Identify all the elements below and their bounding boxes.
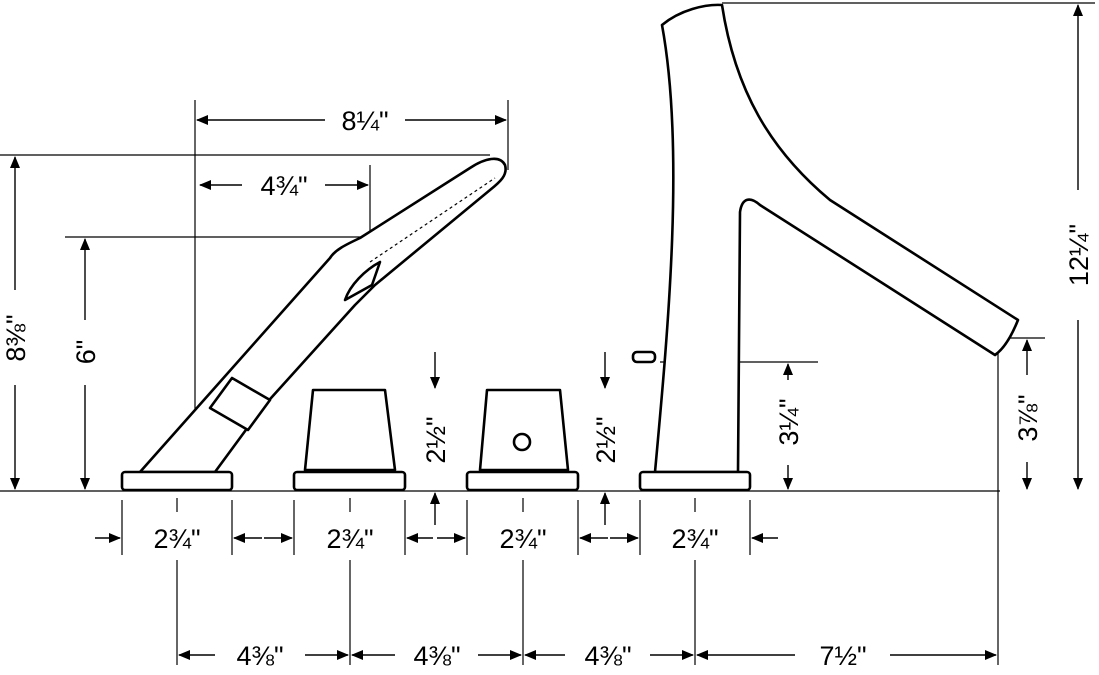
label-center-2: 4⅜" [413,641,460,671]
extension-lines [0,2,1095,665]
label-base-width-2: 2¾" [326,524,373,554]
label-center-3: 4⅜" [584,641,631,671]
dimension-labels: 8¼" 4¾" 8⅜" 6" 12¼" 3⅞" 3¼" 2½" 2½" 2¾" … [1,106,1094,671]
label-center-1: 4⅜" [236,641,283,671]
valve-handle-2 [465,388,580,492]
hand-shower [120,157,507,492]
dimension-lines [10,4,1083,660]
label-handshower-offset: 4¾" [260,171,307,201]
label-center-4: 7½" [819,641,866,671]
label-handshower-reach: 8¼" [341,106,388,136]
label-lever-height: 3¼" [774,398,804,445]
label-base-width-4: 2¾" [671,524,718,554]
label-spout-outlet-height: 3⅞" [1013,394,1043,441]
label-valve2-height: 2½" [591,416,621,463]
label-spout-height: 12¼" [1064,224,1094,286]
label-handshower-height: 8⅜" [1,314,31,361]
label-base-width-1: 2¾" [153,524,200,554]
label-valve1-height: 2½" [421,416,451,463]
valve-handle-1 [292,388,407,492]
label-holder-height: 6" [71,340,101,365]
label-base-width-3: 2¾" [499,524,546,554]
tub-spout [631,3,1020,492]
